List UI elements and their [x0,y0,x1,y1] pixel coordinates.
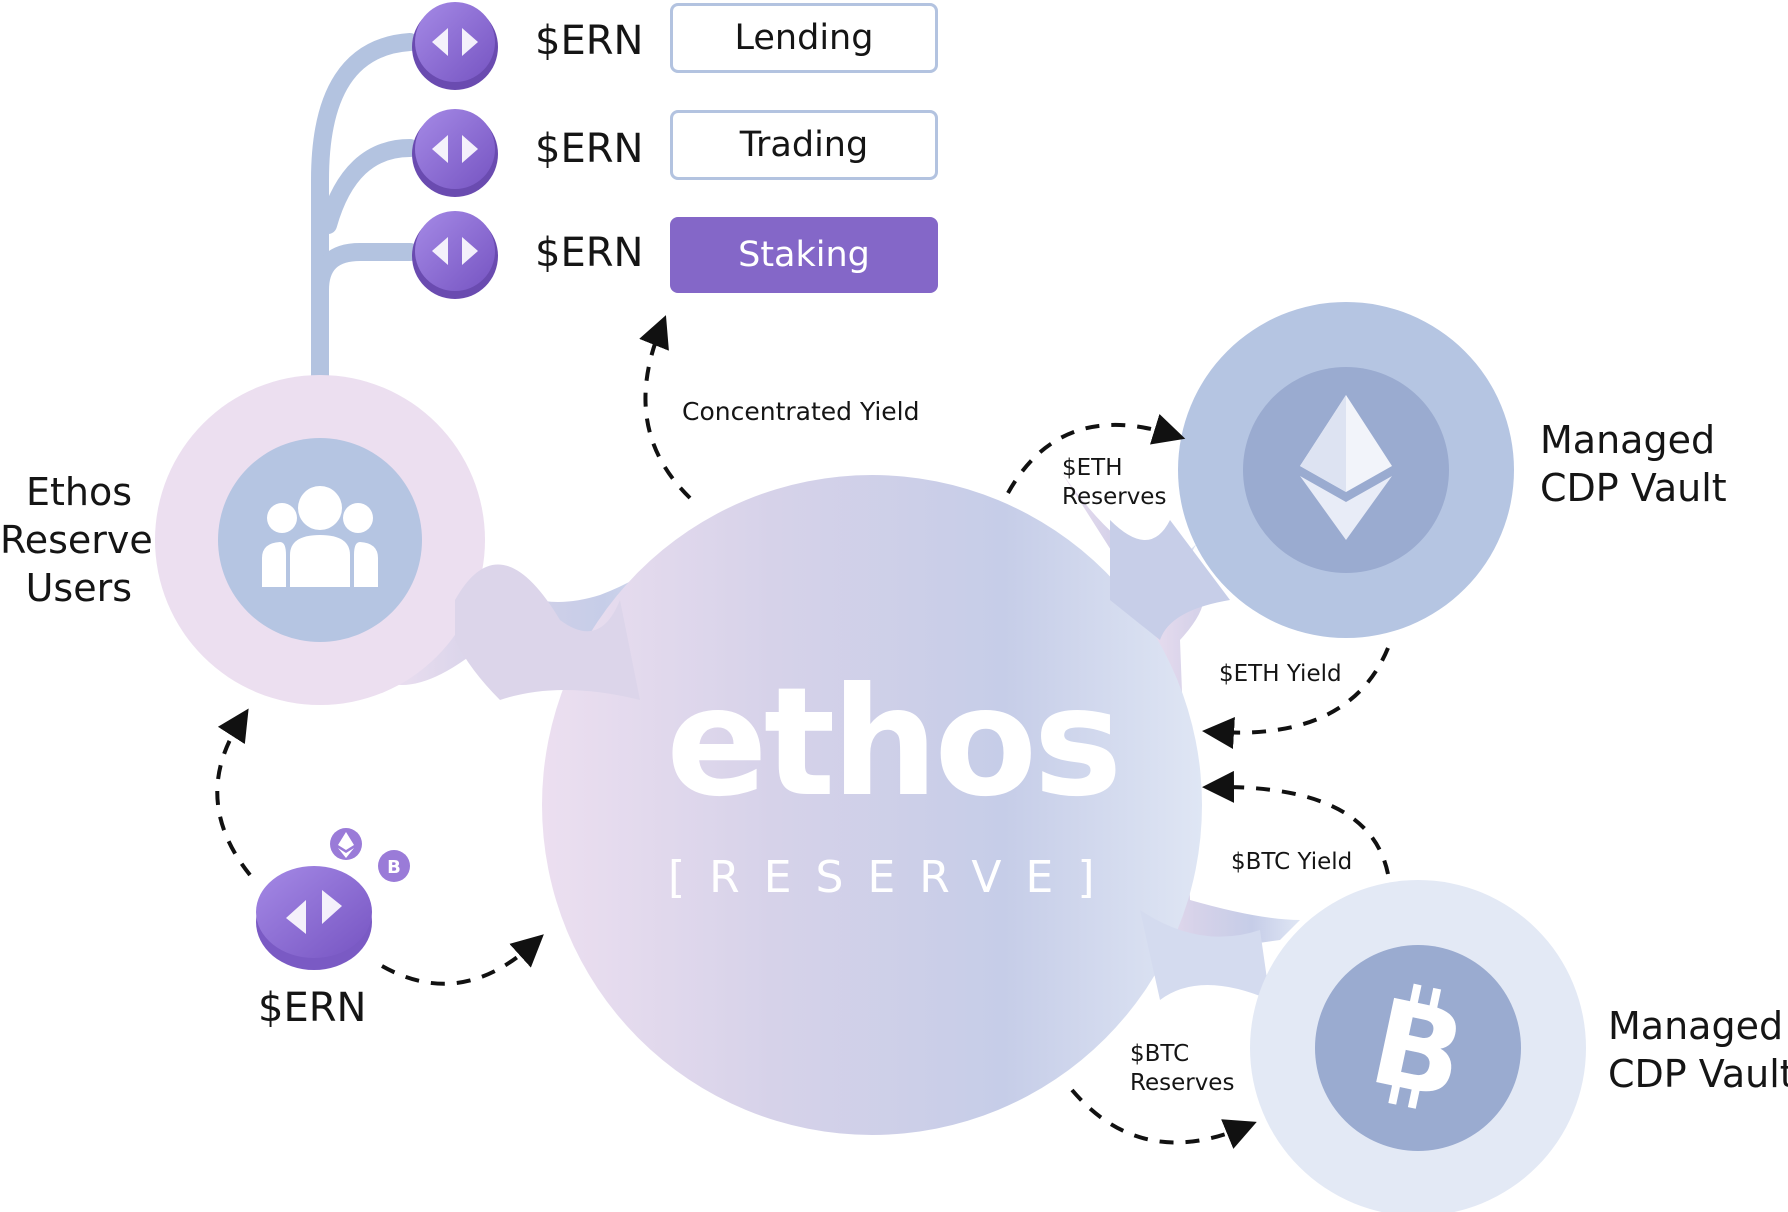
btc-reserves-label-line: Reserves [1130,1070,1235,1096]
small-eth-coin-icon [330,828,362,860]
users-label: Ethos Reserve Users [0,468,153,612]
ethereum-icon [1300,395,1392,540]
eth-reserves-label-line: $ETH [1062,455,1123,481]
ern-token-label: $ERN [535,126,644,172]
reserve-subtitle: [RESERVE] [668,852,1119,903]
eth-vault-label: Managed CDP Vault [1540,416,1727,512]
deposit-arrow [381,934,544,986]
eth-vault-label-line: CDP Vault [1540,466,1727,510]
users-group-icon [262,486,378,587]
users-label-line: Ethos [25,470,132,514]
users-label-line: Reserve [0,518,153,562]
btc-reserves-label: $BTC Reserves [1130,1040,1234,1098]
deposit-ern-label: $ERN [258,985,367,1031]
deposit-ern-coin-icon [256,866,372,970]
btc-reserves-arrow [1070,1088,1257,1149]
trading-box: Trading [670,110,938,180]
ethos-logo: ethos [666,656,1123,830]
ern-coin-icon [412,211,498,299]
btc-vault-label-line: CDP Vault [1608,1052,1788,1096]
concentrated-yield-arrow [639,315,692,500]
users-label-line: Users [25,566,132,610]
flow-arrows [215,315,1390,1149]
svg-text:B: B [387,857,401,878]
btc-reserves-label-line: $BTC [1130,1041,1190,1067]
ern-token-label: $ERN [535,18,644,64]
eth-yield-label: $ETH Yield [1219,661,1342,687]
branch-lines [311,33,419,387]
lending-box: Lending [670,3,938,73]
eth-reserves-label-line: Reserves [1062,484,1167,510]
eth-reserves-label: $ETH Reserves [1062,454,1166,512]
eth-reserves-arrow [1006,413,1186,494]
small-btc-coin-icon: B [378,850,410,882]
btc-yield-arrow [1202,770,1390,875]
ern-coin-icon [412,2,498,90]
staking-box: Staking [670,217,938,293]
ern-coin-icon [412,109,498,197]
hub-eth-bridge [1110,520,1230,640]
btc-vault-label: Managed CDP Vault [1608,1002,1788,1098]
btc-yield-label: $BTC Yield [1231,849,1353,875]
ern-token-label: $ERN [535,230,644,276]
btc-vault-label-line: Managed [1608,1004,1784,1048]
hub-btc-bridge [1140,910,1270,1000]
hub-users-bridge [455,564,640,700]
concentrated-yield-label: Concentrated Yield [682,397,920,426]
ethos-hub-node [542,475,1202,1135]
eth-vault-label-line: Managed [1540,418,1716,462]
users-return-arrow [215,708,252,877]
btc-vault-node [1250,880,1586,1212]
